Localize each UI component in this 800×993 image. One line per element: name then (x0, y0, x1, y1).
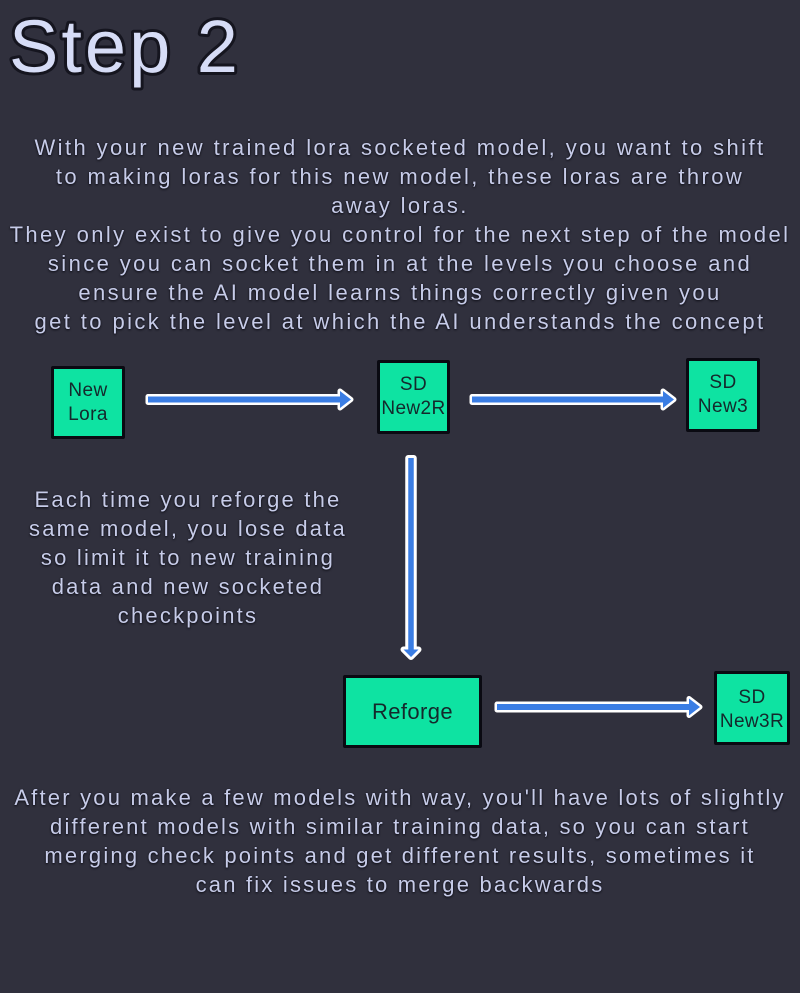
svg-text:Step 2: Step 2 (9, 5, 241, 88)
